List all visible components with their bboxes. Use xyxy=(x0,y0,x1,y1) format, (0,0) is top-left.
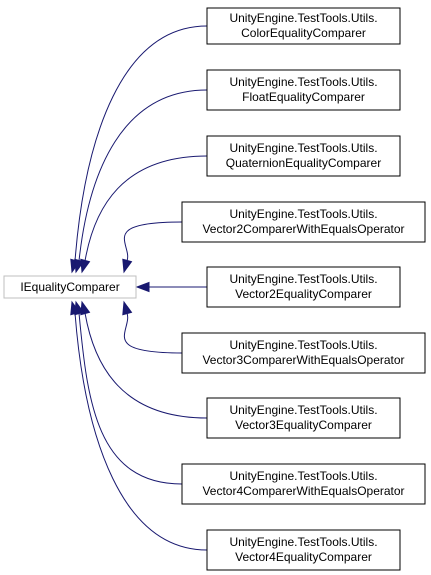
derived-class-namespace: UnityEngine.TestTools.Utils. xyxy=(229,469,377,483)
edge-vector3-operator xyxy=(123,312,183,354)
edge-vector2-operator xyxy=(123,221,183,262)
edge-vector4-operator xyxy=(78,312,183,485)
derived-class-name: Vector4ComparerWithEqualsOperator xyxy=(202,484,404,498)
edge-vector3-comparer xyxy=(84,312,208,419)
edge-float xyxy=(78,89,208,262)
derived-class-namespace: UnityEngine.TestTools.Utils. xyxy=(229,11,377,25)
edge-color xyxy=(74,25,208,262)
derived-class-name: Vector3EqualityComparer xyxy=(235,418,372,432)
derived-class-namespace: UnityEngine.TestTools.Utils. xyxy=(229,75,377,89)
derived-class-node-vector2-operator[interactable]: UnityEngine.TestTools.Utils. Vector2Comp… xyxy=(181,201,426,243)
derived-class-node-float[interactable]: UnityEngine.TestTools.Utils. FloatEquali… xyxy=(206,69,401,111)
derived-class-node-vector4-operator[interactable]: UnityEngine.TestTools.Utils. Vector4Comp… xyxy=(181,463,426,505)
derived-class-namespace: UnityEngine.TestTools.Utils. xyxy=(229,141,377,155)
edge-vector4-comparer-arrowhead xyxy=(70,300,81,316)
derived-class-node-vector3-comparer[interactable]: UnityEngine.TestTools.Utils. Vector3Equa… xyxy=(206,397,401,439)
edge-vector2-operator-arrowhead xyxy=(122,258,133,274)
derived-class-name: Vector4EqualityComparer xyxy=(235,550,372,564)
derived-class-namespace: UnityEngine.TestTools.Utils. xyxy=(229,338,377,352)
derived-class-node-quaternion[interactable]: UnityEngine.TestTools.Utils. QuaternionE… xyxy=(206,135,401,177)
derived-class-namespace: UnityEngine.TestTools.Utils. xyxy=(229,535,377,549)
base-class-node[interactable]: IEqualityComparer xyxy=(3,275,137,299)
edge-quaternion xyxy=(84,155,208,262)
derived-class-namespace: UnityEngine.TestTools.Utils. xyxy=(229,272,377,286)
base-class-label: IEqualityComparer xyxy=(20,280,119,294)
derived-class-node-vector3-operator[interactable]: UnityEngine.TestTools.Utils. Vector3Comp… xyxy=(181,332,426,374)
derived-class-node-color[interactable]: UnityEngine.TestTools.Utils. ColorEquali… xyxy=(206,7,401,45)
derived-class-namespace: UnityEngine.TestTools.Utils. xyxy=(229,207,377,221)
edge-vector2-comparer-arrowhead xyxy=(135,281,150,293)
derived-class-name: Vector2ComparerWithEqualsOperator xyxy=(202,222,404,236)
derived-class-namespace: UnityEngine.TestTools.Utils. xyxy=(229,403,377,417)
derived-class-name: Vector2EqualityComparer xyxy=(235,287,372,301)
edge-vector4-comparer xyxy=(74,312,208,551)
derived-class-node-vector2-comparer[interactable]: UnityEngine.TestTools.Utils. Vector2Equa… xyxy=(206,266,401,308)
edge-vector3-operator-arrowhead xyxy=(122,300,133,316)
derived-class-node-vector4-comparer[interactable]: UnityEngine.TestTools.Utils. Vector4Equa… xyxy=(206,529,401,571)
derived-class-name: ColorEqualityComparer xyxy=(241,26,366,40)
derived-class-name: QuaternionEqualityComparer xyxy=(226,156,381,170)
edge-quaternion-arrowhead xyxy=(80,258,91,274)
inheritance-edges xyxy=(70,25,208,551)
derived-class-name: FloatEqualityComparer xyxy=(242,90,365,104)
derived-class-name: Vector3ComparerWithEqualsOperator xyxy=(202,353,404,367)
